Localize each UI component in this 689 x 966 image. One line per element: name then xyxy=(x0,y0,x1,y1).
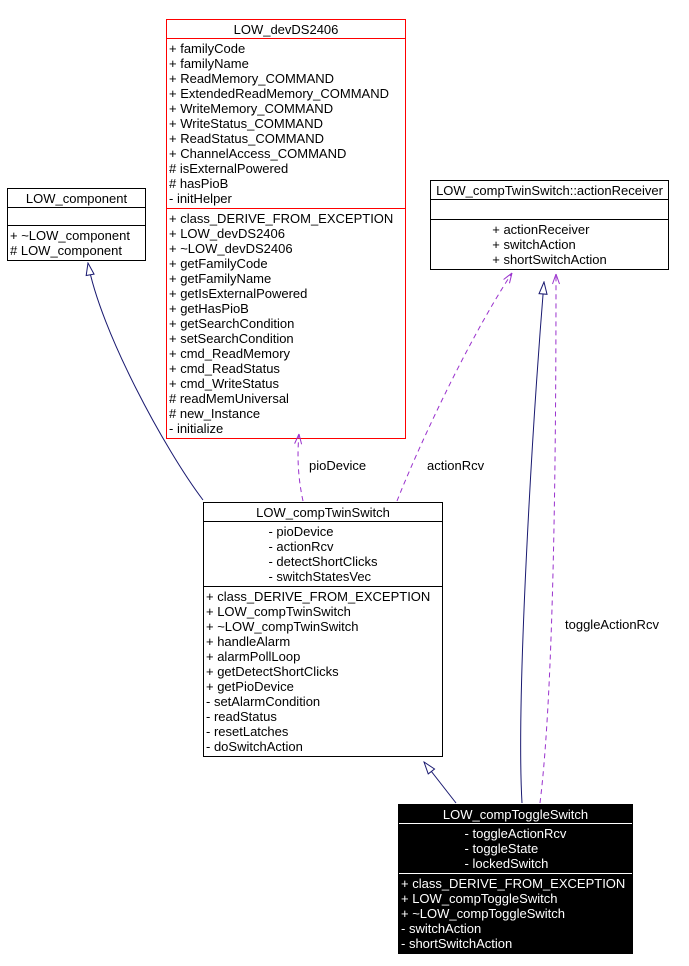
member-row: + ~LOW_devDS2406 xyxy=(169,241,293,256)
edge-inheritance-toggleswitch-to-actionreceiver xyxy=(520,282,544,804)
member-row: + class_DERIVE_FROM_EXCEPTION xyxy=(206,589,431,604)
member-row: + cmd_ReadMemory xyxy=(169,346,291,361)
edge-usage-toggleactionrcv xyxy=(539,273,560,804)
member-row: + LOW_devDS2406 xyxy=(169,226,285,241)
class-title: LOW_compTwinSwitch xyxy=(256,505,390,520)
member-row: + cmd_WriteStatus xyxy=(169,376,279,391)
class-box-LOW_devDS2406[interactable]: LOW_devDS2406 + familyCode+ familyName+ … xyxy=(166,19,406,439)
methods-section: + actionReceiver+ switchAction+ shortSwi… xyxy=(431,219,668,269)
member-row: + LOW_compToggleSwitch xyxy=(401,891,558,906)
member-row: + alarmPollLoop xyxy=(206,649,301,664)
member-row: + ~LOW_compToggleSwitch xyxy=(401,906,566,921)
member-row: + getFamilyName xyxy=(169,271,272,286)
member-row: + ~LOW_compTwinSwitch xyxy=(206,619,359,634)
member-row: + ReadStatus_COMMAND xyxy=(169,131,324,146)
class-title: LOW_component xyxy=(25,191,128,206)
member-row: - actionRcv xyxy=(268,539,334,554)
member-row: + switchAction xyxy=(492,237,576,252)
attributes-section: - toggleActionRcv- toggleState- lockedSw… xyxy=(399,823,632,873)
attributes-section xyxy=(431,199,668,219)
member-row: # new_Instance xyxy=(169,406,261,421)
member-row: + getPioDevice xyxy=(206,679,294,694)
member-row: + ~LOW_component xyxy=(10,228,130,243)
member-row: # LOW_component xyxy=(10,243,123,258)
attributes-section xyxy=(8,207,145,225)
methods-section: + ~LOW_component# LOW_component xyxy=(8,225,145,260)
member-row: + getSearchCondition xyxy=(169,316,295,331)
member-row: - initHelper xyxy=(169,191,232,206)
member-row: + getDetectShortClicks xyxy=(206,664,339,679)
member-row: # hasPioB xyxy=(169,176,229,191)
class-box-LOW_compTwinSwitch[interactable]: LOW_compTwinSwitch - pioDevice- actionRc… xyxy=(203,502,443,757)
member-row: - readStatus xyxy=(206,709,277,724)
attributes-section: - pioDevice- actionRcv- detectShortClick… xyxy=(204,521,442,586)
member-row: + WriteStatus_COMMAND xyxy=(169,116,323,131)
member-row: - resetLatches xyxy=(206,724,289,739)
member-row: + WriteMemory_COMMAND xyxy=(169,101,334,116)
member-row: # isExternalPowered xyxy=(169,161,289,176)
member-row: - toggleState xyxy=(464,841,539,856)
class-box-LOW_component[interactable]: LOW_component + ~LOW_component# LOW_comp… xyxy=(7,188,146,261)
member-row: # readMemUniversal xyxy=(169,391,289,406)
class-box-LOW_compTwinSwitch-actionReceiver[interactable]: LOW_compTwinSwitch::actionReceiver + act… xyxy=(430,180,669,270)
methods-section: + class_DERIVE_FROM_EXCEPTION+ LOW_compT… xyxy=(204,586,442,756)
member-row: - shortSwitchAction xyxy=(401,936,513,951)
member-row: + class_DERIVE_FROM_EXCEPTION xyxy=(401,876,626,891)
edge-label-actionRcv: actionRcv xyxy=(427,458,485,473)
member-row: + ReadMemory_COMMAND xyxy=(169,71,335,86)
edge-label-toggleActionRcv: toggleActionRcv xyxy=(565,617,659,632)
member-row: + getFamilyCode xyxy=(169,256,268,271)
attributes-section: + familyCode+ familyName+ ReadMemory_COM… xyxy=(167,38,405,208)
member-row: + handleAlarm xyxy=(206,634,291,649)
member-row: - doSwitchAction xyxy=(206,739,303,754)
member-row: + ExtendedReadMemory_COMMAND xyxy=(169,86,389,101)
member-row: + familyName xyxy=(169,56,249,71)
member-row: + setSearchCondition xyxy=(169,331,294,346)
member-row: - pioDevice xyxy=(268,524,334,539)
member-row: + getIsExternalPowered xyxy=(169,286,308,301)
member-row: - switchAction xyxy=(401,921,482,936)
member-row: - setAlarmCondition xyxy=(206,694,321,709)
edge-inheritance-toggleswitch-to-twinswitch xyxy=(424,762,457,804)
member-row: + class_DERIVE_FROM_EXCEPTION xyxy=(169,211,394,226)
member-row: + cmd_ReadStatus xyxy=(169,361,280,376)
member-row: - detectShortClicks xyxy=(268,554,378,569)
class-title: LOW_compToggleSwitch xyxy=(442,807,589,822)
class-box-LOW_compToggleSwitch[interactable]: LOW_compToggleSwitch - toggleActionRcv- … xyxy=(398,804,633,954)
member-row: - initialize xyxy=(169,421,224,436)
member-row: + LOW_compTwinSwitch xyxy=(206,604,351,619)
member-row: + ChannelAccess_COMMAND xyxy=(169,146,347,161)
edge-usage-piodevice xyxy=(294,433,304,502)
member-row: + familyCode xyxy=(169,41,246,56)
edge-label-pioDevice: pioDevice xyxy=(309,458,367,473)
class-title: LOW_compTwinSwitch::actionReceiver xyxy=(436,183,663,198)
methods-section: + class_DERIVE_FROM_EXCEPTION+ LOW_devDS… xyxy=(167,208,405,438)
class-title: LOW_devDS2406 xyxy=(233,22,339,37)
methods-section: + class_DERIVE_FROM_EXCEPTION+ LOW_compT… xyxy=(399,873,632,953)
member-row: + actionReceiver xyxy=(492,222,590,237)
member-row: - toggleActionRcv xyxy=(464,826,567,841)
member-row: + shortSwitchAction xyxy=(492,252,607,267)
member-row: + getHasPioB xyxy=(169,301,249,316)
member-row: - lockedSwitch xyxy=(464,856,549,871)
member-row: - switchStatesVec xyxy=(268,569,372,584)
